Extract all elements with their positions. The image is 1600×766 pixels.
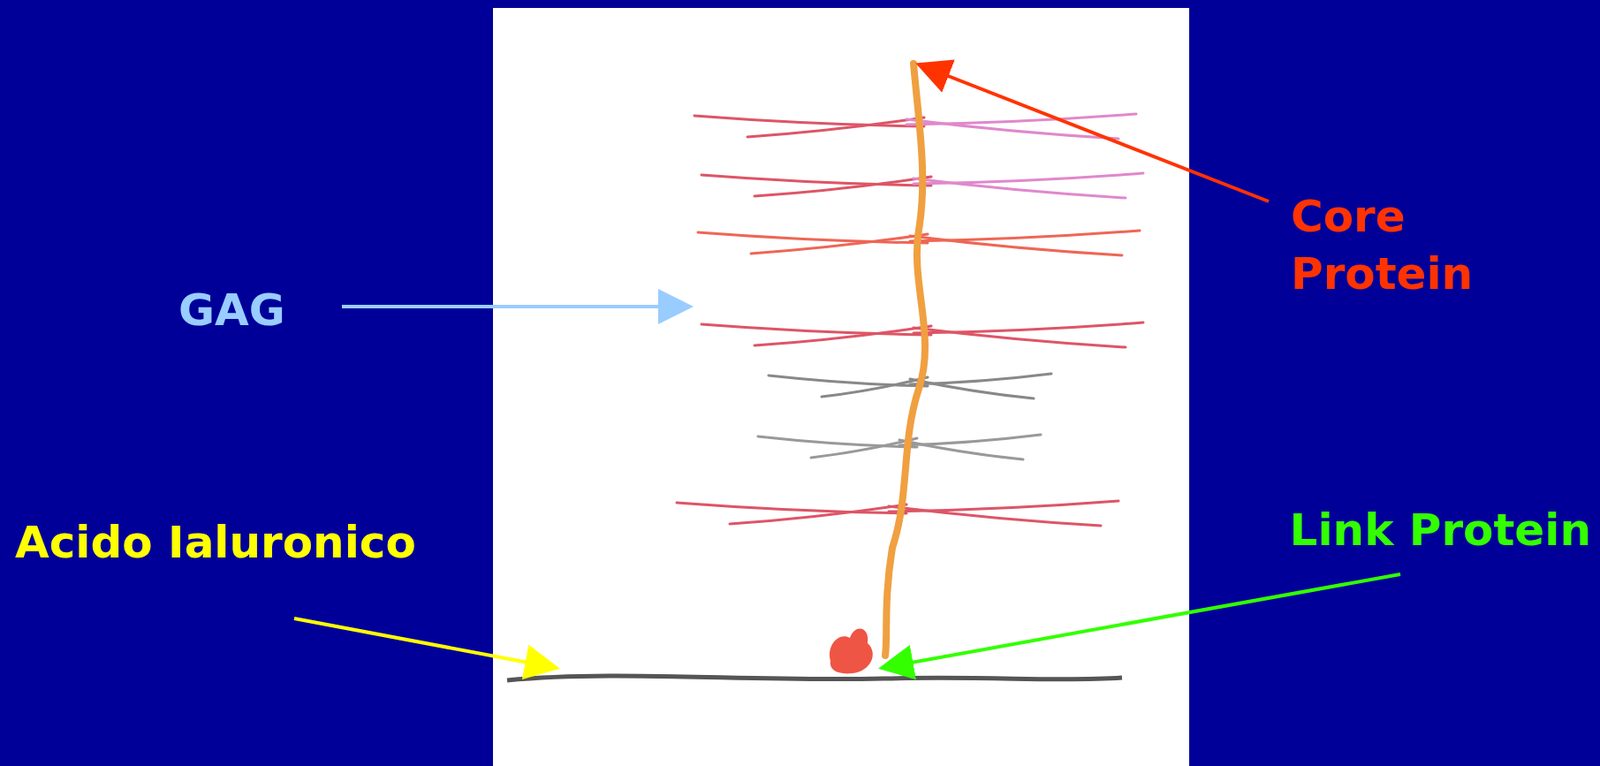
gag-strand <box>888 506 1101 526</box>
gag-strand <box>913 178 1126 198</box>
gag-chains <box>676 113 1144 526</box>
link-protein-blob <box>829 629 873 675</box>
gag-strand <box>899 439 1024 460</box>
gag-strand <box>747 117 925 137</box>
gag-strand <box>909 379 1034 399</box>
gag-strand <box>750 234 928 254</box>
gag-strand <box>913 327 1126 348</box>
gag-strand <box>729 504 907 524</box>
gag-strand <box>697 232 928 243</box>
gag-strand <box>758 436 918 448</box>
part-label: Link Protein <box>1289 501 1592 560</box>
gag-strand <box>909 235 1123 256</box>
part-label: GAG <box>178 281 286 340</box>
gag-strand <box>694 115 925 127</box>
part-label: Core Protein <box>1290 188 1512 304</box>
gag-strand <box>701 174 932 186</box>
leader-arrow <box>294 618 557 668</box>
gag-strand <box>754 176 932 197</box>
gag-strand <box>676 502 907 514</box>
gag-strand <box>768 375 928 387</box>
core-protein-strand <box>885 63 926 656</box>
leader-arrow <box>341 304 691 309</box>
hyaluronic-acid-strand <box>507 675 1123 681</box>
gag-strand <box>754 326 932 346</box>
part-label: Acido Ialuronico <box>15 514 417 572</box>
gag-strand <box>701 324 932 335</box>
leader-arrow <box>918 64 1269 202</box>
leader-arrow <box>881 574 1401 668</box>
